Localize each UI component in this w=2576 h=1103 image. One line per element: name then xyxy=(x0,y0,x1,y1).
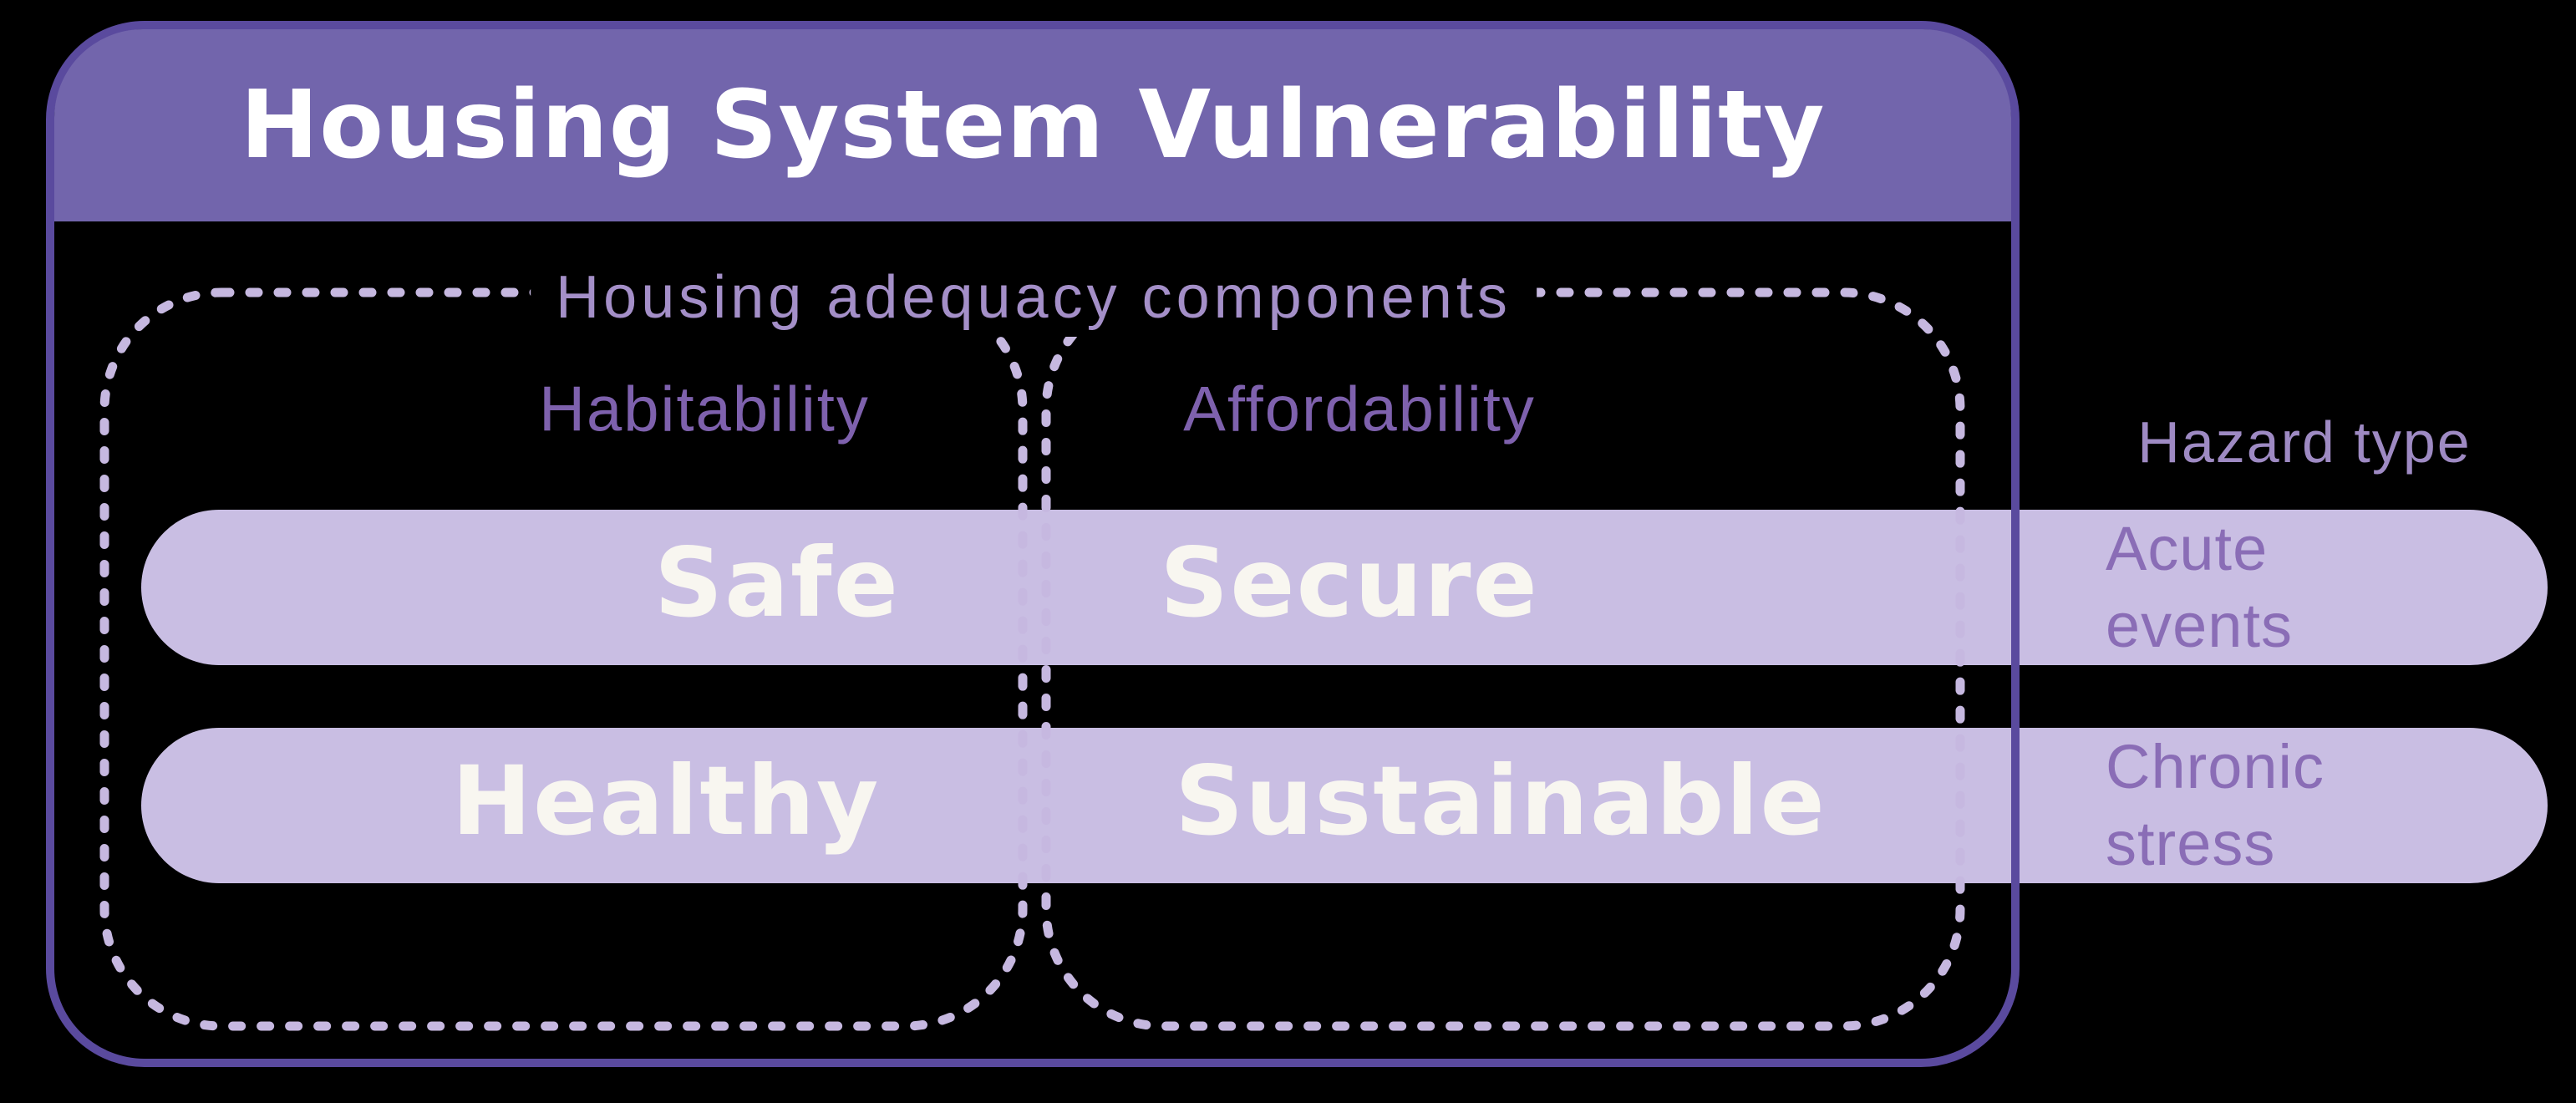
habitability-column-header: Habitability xyxy=(539,374,870,445)
acute-events-label-line2: events xyxy=(2106,591,2294,660)
hazard-type-header: Hazard type xyxy=(2137,409,2472,475)
safe-label: Safe xyxy=(654,527,900,639)
secure-label: Secure xyxy=(1160,527,1539,639)
healthy-label: Healthy xyxy=(451,745,881,857)
acute-events-label-line1: Acute xyxy=(2106,514,2269,583)
acute-events-bar: Safe Secure Acute events xyxy=(141,510,2548,665)
chronic-stress-bar: Healthy Sustainable Chronic stress xyxy=(141,728,2548,883)
title-band: Housing System Vulnerability xyxy=(54,29,2011,221)
chronic-stress-label: Chronic stress xyxy=(2106,729,2324,882)
diagram-title: Housing System Vulnerability xyxy=(240,71,1826,180)
affordability-column-header: Affordability xyxy=(1183,374,1536,445)
chronic-stress-label-line2: stress xyxy=(2106,809,2276,878)
acute-events-label: Acute events xyxy=(2106,511,2293,664)
sustainable-label: Sustainable xyxy=(1175,745,1827,857)
housing-adequacy-components-label: Housing adequacy components xyxy=(531,258,1537,337)
chronic-stress-label-line1: Chronic xyxy=(2106,732,2324,801)
